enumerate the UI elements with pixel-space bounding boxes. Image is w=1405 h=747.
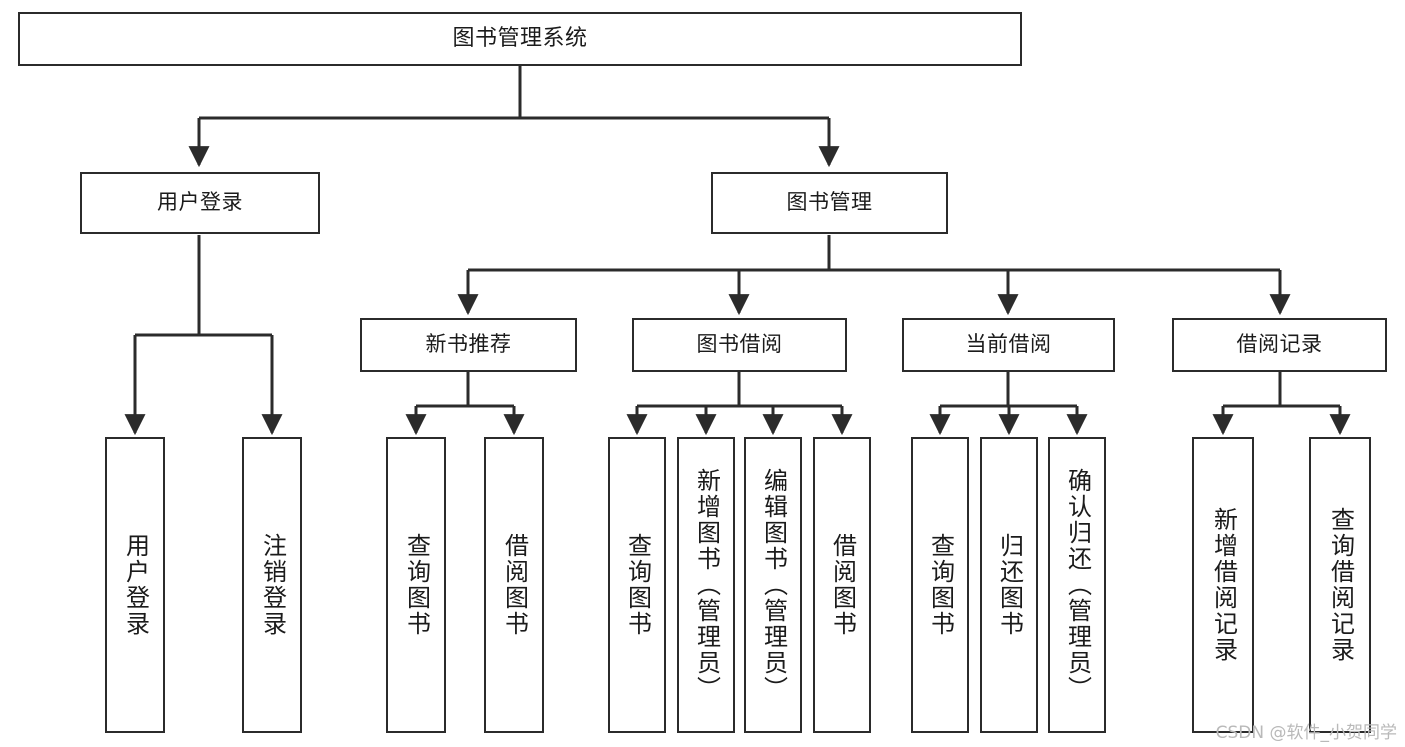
node-book-manage-label: 图书管理 [786, 190, 873, 215]
leaf-current-borrow-3[interactable]: 确认归还（管理员） [1048, 437, 1106, 733]
leaf-current-borrow-2-label: 归还图书 [995, 533, 1024, 637]
leaf-borrow-record-1-label: 新增借阅记录 [1209, 507, 1238, 663]
node-book-borrow-label: 图书借阅 [696, 332, 783, 357]
leaf-book-borrow-1-label: 查询图书 [623, 533, 652, 637]
leaf-new-book-rec-2-label: 借阅图书 [500, 533, 529, 637]
leaf-current-borrow-1-label: 查询图书 [926, 533, 955, 637]
leaf-current-borrow-1[interactable]: 查询图书 [911, 437, 969, 733]
node-root-label: 图书管理系统 [452, 25, 588, 51]
leaf-new-book-rec-2[interactable]: 借阅图书 [484, 437, 544, 733]
leaf-book-borrow-2-label: 新增图书（管理员） [692, 468, 721, 702]
node-new-book-rec[interactable]: 新书推荐 [360, 318, 577, 372]
node-user-login[interactable]: 用户登录 [80, 172, 320, 234]
leaf-current-borrow-3-label: 确认归还（管理员） [1063, 468, 1092, 702]
leaf-new-book-rec-1[interactable]: 查询图书 [386, 437, 446, 733]
leaf-user-login-2[interactable]: 注销登录 [242, 437, 302, 733]
node-current-borrow-label: 当前借阅 [965, 332, 1052, 357]
leaf-current-borrow-2[interactable]: 归还图书 [980, 437, 1038, 733]
node-borrow-record[interactable]: 借阅记录 [1172, 318, 1387, 372]
node-user-login-label: 用户登录 [157, 190, 243, 215]
csdn-watermark: CSDN @软件_小贺同学 [1215, 723, 1397, 743]
leaf-user-login-2-label: 注销登录 [258, 533, 287, 637]
node-borrow-record-label: 借阅记录 [1236, 332, 1323, 357]
node-book-borrow[interactable]: 图书借阅 [632, 318, 847, 372]
node-new-book-rec-label: 新书推荐 [425, 332, 512, 357]
leaf-user-login-1[interactable]: 用户登录 [105, 437, 165, 733]
node-root[interactable]: 图书管理系统 [18, 12, 1022, 66]
leaf-borrow-record-1[interactable]: 新增借阅记录 [1192, 437, 1254, 733]
leaf-book-borrow-2[interactable]: 新增图书（管理员） [677, 437, 735, 733]
leaf-book-borrow-4[interactable]: 借阅图书 [813, 437, 871, 733]
leaf-book-borrow-1[interactable]: 查询图书 [608, 437, 666, 733]
leaf-borrow-record-2[interactable]: 查询借阅记录 [1309, 437, 1371, 733]
leaf-book-borrow-4-label: 借阅图书 [828, 533, 857, 637]
leaf-borrow-record-2-label: 查询借阅记录 [1326, 507, 1355, 663]
leaf-new-book-rec-1-label: 查询图书 [402, 533, 431, 637]
leaf-user-login-1-label: 用户登录 [121, 533, 150, 637]
leaf-book-borrow-3[interactable]: 编辑图书（管理员） [744, 437, 802, 733]
node-current-borrow[interactable]: 当前借阅 [902, 318, 1115, 372]
node-book-manage[interactable]: 图书管理 [711, 172, 948, 234]
leaf-book-borrow-3-label: 编辑图书（管理员） [759, 468, 788, 702]
